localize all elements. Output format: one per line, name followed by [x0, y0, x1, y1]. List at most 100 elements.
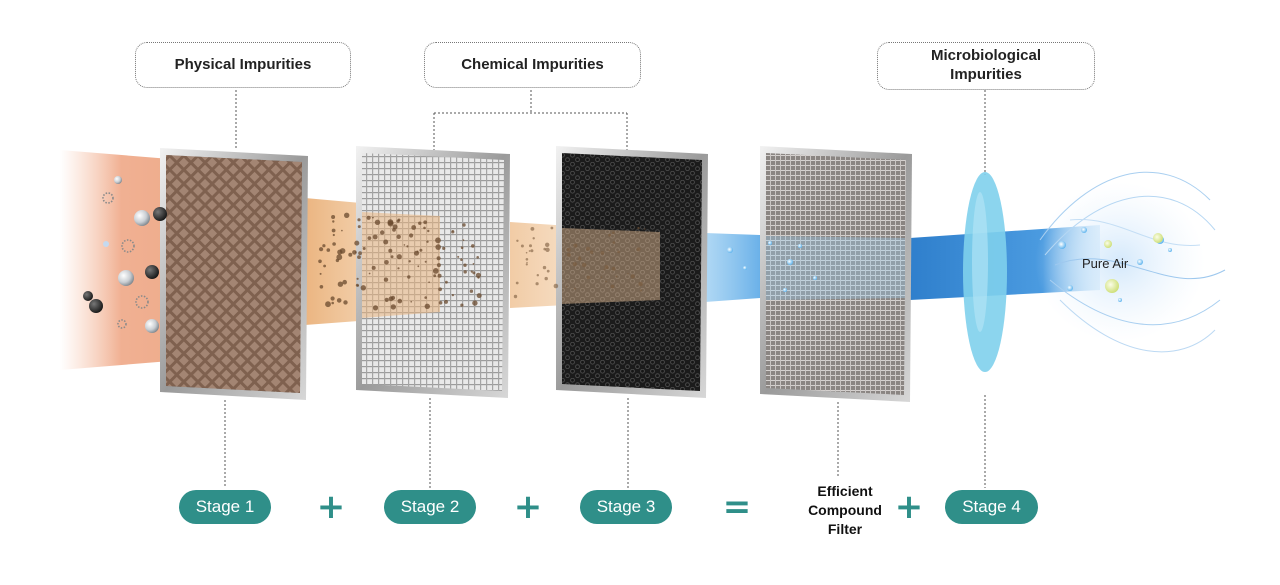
dust-speck	[331, 215, 336, 219]
fine-dust-speck	[578, 257, 582, 261]
pollen-particle	[121, 239, 135, 253]
dust-speck	[436, 263, 441, 268]
dust-speck	[451, 294, 454, 297]
connector-lines	[224, 86, 986, 488]
dust-speck	[344, 212, 350, 218]
pure-air-bubble	[1058, 241, 1066, 249]
dust-speck	[424, 303, 430, 309]
dust-speck	[472, 300, 478, 306]
microbiological-label-line1: Microbiological	[930, 47, 1041, 65]
dust-speck	[435, 237, 441, 244]
dust-speck	[384, 260, 389, 265]
fine-dust-speck	[516, 239, 519, 242]
clean-air-droplet	[727, 247, 733, 253]
dust-speck	[396, 219, 400, 223]
fine-dust-speck	[520, 244, 524, 248]
physical-impurities-callout: Physical Impurities	[135, 42, 351, 88]
dust-speck	[342, 279, 348, 285]
fine-dust-speck	[600, 251, 605, 255]
fine-dust-speck	[600, 276, 603, 278]
dust-speck	[410, 301, 413, 303]
dust-speck	[469, 289, 474, 293]
fine-dust-speck	[545, 242, 550, 247]
fine-dust-speck	[550, 226, 554, 230]
clean-air-droplet	[783, 288, 787, 292]
dust-speck	[462, 239, 465, 242]
dust-speck	[423, 220, 428, 225]
dust-speck	[460, 258, 463, 262]
plus-sign-2: +	[513, 487, 543, 527]
dust-speck	[411, 225, 417, 230]
dust-speck	[383, 239, 389, 245]
dust-speck	[341, 229, 343, 232]
stage4-lens-highlight	[972, 192, 988, 332]
fine-dust-speck	[528, 250, 531, 252]
fine-dust-speck	[542, 265, 547, 270]
dust-speck	[362, 247, 366, 250]
plus-sign-1: +	[316, 487, 346, 527]
pure-air-bubble	[1081, 227, 1087, 233]
chemical-impurities-label: Chemical Impurities	[461, 55, 604, 73]
dust-speck	[477, 276, 480, 279]
dust-speck	[357, 225, 361, 229]
plus-sign-3: +	[894, 487, 924, 527]
fine-dust-speck	[627, 273, 629, 275]
fine-dust-speck	[639, 289, 643, 292]
dust-speck	[357, 255, 361, 259]
dust-speck	[387, 219, 394, 226]
dust-speck	[475, 272, 481, 278]
fine-dust-speck	[630, 274, 635, 279]
dust-speck	[406, 245, 409, 248]
clean-air-droplet	[743, 266, 747, 270]
dust-speck	[330, 296, 335, 301]
pollutant-particle	[145, 319, 159, 333]
dust-speck	[366, 215, 371, 220]
dust-speck	[436, 256, 441, 261]
compound-label-line1: Efficient	[817, 483, 873, 499]
fine-dust-speck	[636, 247, 641, 252]
dust-speck	[462, 223, 466, 227]
fine-dust-speck	[615, 275, 618, 278]
dust-speck	[390, 304, 396, 310]
fine-dust-speck	[525, 263, 528, 266]
dust-speck	[396, 234, 401, 239]
pure-air-wisps	[1035, 171, 1226, 353]
dust-speck	[323, 264, 326, 268]
dust-speck	[343, 300, 348, 305]
fine-dust-speck	[586, 246, 590, 251]
fine-dust-speck	[526, 261, 528, 264]
dust-speck	[374, 219, 381, 225]
dust-speck	[322, 244, 326, 248]
stage3-filter-panel	[556, 146, 708, 398]
fine-dust-speck	[536, 274, 539, 277]
fine-dust-speck	[612, 241, 616, 244]
fine-dust-speck	[529, 244, 532, 248]
dust-speck	[460, 246, 464, 249]
fine-dust-speck	[566, 247, 571, 252]
fine-dust-speck	[590, 250, 594, 254]
fine-dust-speck	[574, 287, 576, 290]
dust-speck	[388, 248, 393, 253]
dust-speck	[408, 260, 411, 263]
dust-speck	[384, 297, 389, 302]
dust-speck	[326, 248, 331, 252]
clean-air-droplet	[813, 276, 817, 280]
dust-speck	[423, 226, 426, 230]
stage1-filter-panel	[160, 148, 308, 400]
chemical-impurities-callout: Chemical Impurities	[424, 42, 641, 88]
dust-speck	[444, 299, 448, 304]
dust-speck	[390, 255, 394, 259]
dust-speck	[348, 252, 353, 257]
fine-dust-speck	[608, 233, 612, 237]
fine-dust-speck	[603, 268, 606, 271]
dust-speck	[335, 258, 340, 263]
fine-dust-speck	[525, 251, 528, 254]
fine-dust-speck	[546, 269, 550, 273]
dust-speck	[438, 287, 442, 292]
pollutant-particle	[118, 270, 134, 286]
dust-speck	[354, 251, 357, 254]
dust-speck	[388, 296, 394, 302]
microbiological-label-line2: Impurities	[950, 66, 1022, 83]
fine-dust-speck	[638, 281, 643, 287]
